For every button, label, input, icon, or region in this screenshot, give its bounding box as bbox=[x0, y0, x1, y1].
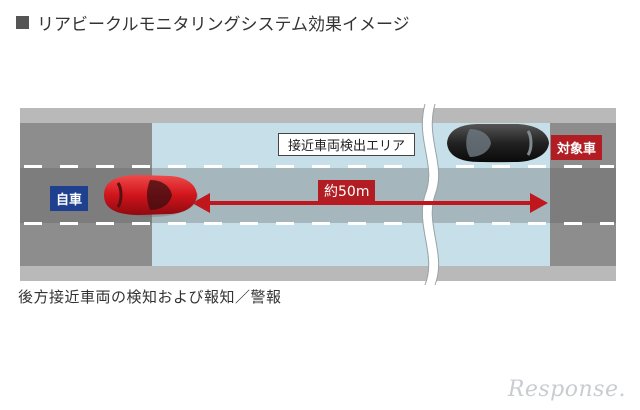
road-bottom-edge bbox=[20, 266, 616, 281]
break-line-shadow-left bbox=[421, 103, 430, 286]
detection-area-label: 接近車両検出エリア bbox=[278, 133, 416, 156]
response-logo: Response. bbox=[507, 377, 626, 402]
title-text: リアビークルモニタリングシステム効果イメージ bbox=[37, 15, 410, 35]
lane-markings bbox=[24, 165, 614, 225]
road-top-edge bbox=[20, 108, 616, 123]
title-square-icon bbox=[16, 16, 29, 29]
distance-label: 約50m bbox=[318, 180, 376, 202]
caption: 後方接近車両の検知および報知／警報 bbox=[18, 288, 282, 306]
self-vehicle-tag: 自車 bbox=[50, 186, 89, 211]
break-line-icon bbox=[422, 102, 439, 287]
black-car-icon bbox=[447, 124, 549, 163]
page-title: リアビークルモニタリングシステム効果イメージ bbox=[16, 10, 410, 35]
double-arrow-icon bbox=[192, 193, 548, 213]
red-car-icon bbox=[104, 175, 198, 217]
break-line-shadow bbox=[431, 103, 440, 286]
target-vehicle-tag: 対象車 bbox=[551, 135, 603, 160]
target-lane-right bbox=[550, 168, 616, 223]
